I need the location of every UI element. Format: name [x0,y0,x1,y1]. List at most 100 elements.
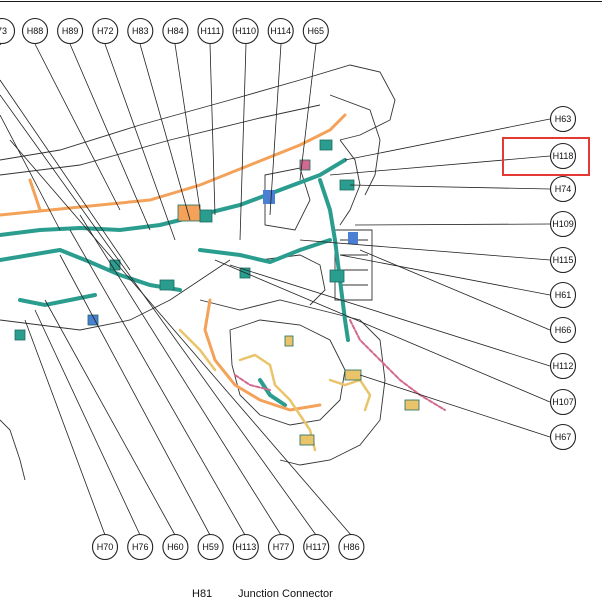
callout-h83: H83 [127,17,154,45]
callout-circle [549,423,577,451]
callout-h59: H59 [197,533,224,561]
callout-circle [302,17,329,45]
callout-h74: H74 [549,175,577,203]
callout-label: H74 [555,184,572,194]
callout-h112: H112 [549,352,577,380]
callout-circle [267,533,295,561]
callouts-bottom: H70 H76 H60 H59 H113 H77 H117 H86 [91,533,365,561]
callout-label: H70 [97,542,114,552]
callout-label: H112 [553,361,574,371]
callouts-top: 73 H88 H89 H72 H83 H84 H111 H110 H114 H65 [0,17,329,45]
footer-description: Junction Connector [238,588,333,600]
callout-label: H89 [62,26,79,36]
callout-h63: H63 [549,105,577,133]
callout-label: H83 [132,26,149,36]
callout-h76: H76 [127,533,154,561]
connector-blocks [14,139,420,446]
callout-circle [57,17,84,45]
callout-label: H110 [235,26,256,36]
callout-label: H63 [555,114,572,124]
callout-circle [338,533,365,561]
callout-h77: H77 [267,533,295,561]
callout-h65: H65 [302,17,329,45]
leaders-bottom [0,79,352,536]
callout-circle [303,533,330,561]
callout-label: H88 [27,26,44,36]
leaders-top [0,39,317,241]
callout-label: H72 [97,26,114,36]
callout-circle [549,175,577,203]
callout-circle [0,17,16,45]
callout-label: H77 [273,542,290,552]
callout-circle [162,17,189,45]
callout-h72: H72 [92,17,119,45]
callout-label: H117 [306,542,327,552]
callout-label: H115 [553,255,574,265]
callout-label: H59 [202,542,219,552]
callout-circle [549,352,577,380]
callout-circle [549,246,577,274]
callout-circle [232,17,259,45]
callout-h61: H61 [549,281,577,309]
harness-pink [234,319,446,411]
leaders-right [214,118,551,438]
top-rule [0,1,602,2]
callout-h113: H113 [232,533,259,561]
callout-label: H107 [552,397,574,407]
callout-label: H66 [555,325,572,335]
callout-h88: H88 [21,17,49,45]
callout-h118: H118 [549,142,577,170]
callout-h115: H115 [549,246,577,274]
callout-h66: H66 [549,316,577,344]
footer-caption: H81 Junction Connector [0,588,602,600]
callout-h111: H111 [197,17,224,45]
callout-h117: H117 [303,533,330,561]
callout-label: H113 [235,542,256,552]
callout-h67: H67 [549,423,577,451]
callout-h110: H110 [232,17,259,45]
callout-h109: H109 [549,210,577,238]
callout-circle [91,533,119,561]
callout-label: H76 [132,542,149,552]
footer-code: H81 [192,588,213,600]
callout-circle [549,316,577,344]
harness-blue [263,190,358,244]
callout-circle [127,17,154,45]
callout-circle [549,281,577,309]
callout-h89: H89 [57,17,84,45]
callout-circle [92,17,119,45]
callout-label: 73 [0,26,7,36]
harness-orange [0,113,347,412]
callout-circle [127,533,154,561]
callout-label: H118 [553,151,574,161]
callout-h114: H114 [267,17,294,45]
callout-h107: H107 [549,388,577,416]
callout-label: H84 [167,26,184,36]
callout-h60: H60 [162,533,189,561]
callout-label: H86 [343,542,360,552]
callout-circle [549,105,577,133]
callout-circle [549,388,577,416]
callout-h86: H86 [338,533,365,561]
callout-h73: 73 [0,17,16,45]
callout-label: H60 [167,542,184,552]
callout-label: H111 [200,26,220,36]
callout-circle [267,17,294,45]
callout-circle [197,17,224,45]
callout-circle [162,533,189,561]
callout-h70: H70 [91,533,119,561]
callout-label: H65 [308,26,325,36]
callout-label: H109 [552,219,574,229]
callout-label: H114 [270,26,291,36]
callout-circle [21,17,49,45]
callout-circle [549,142,577,170]
callout-circle [232,533,259,561]
callout-circle [549,210,577,238]
callout-label: H61 [555,290,572,300]
highlight-box-h118 [502,137,590,176]
callout-h84: H84 [162,17,189,45]
callout-circle [197,533,224,561]
callout-label: H67 [555,432,572,442]
